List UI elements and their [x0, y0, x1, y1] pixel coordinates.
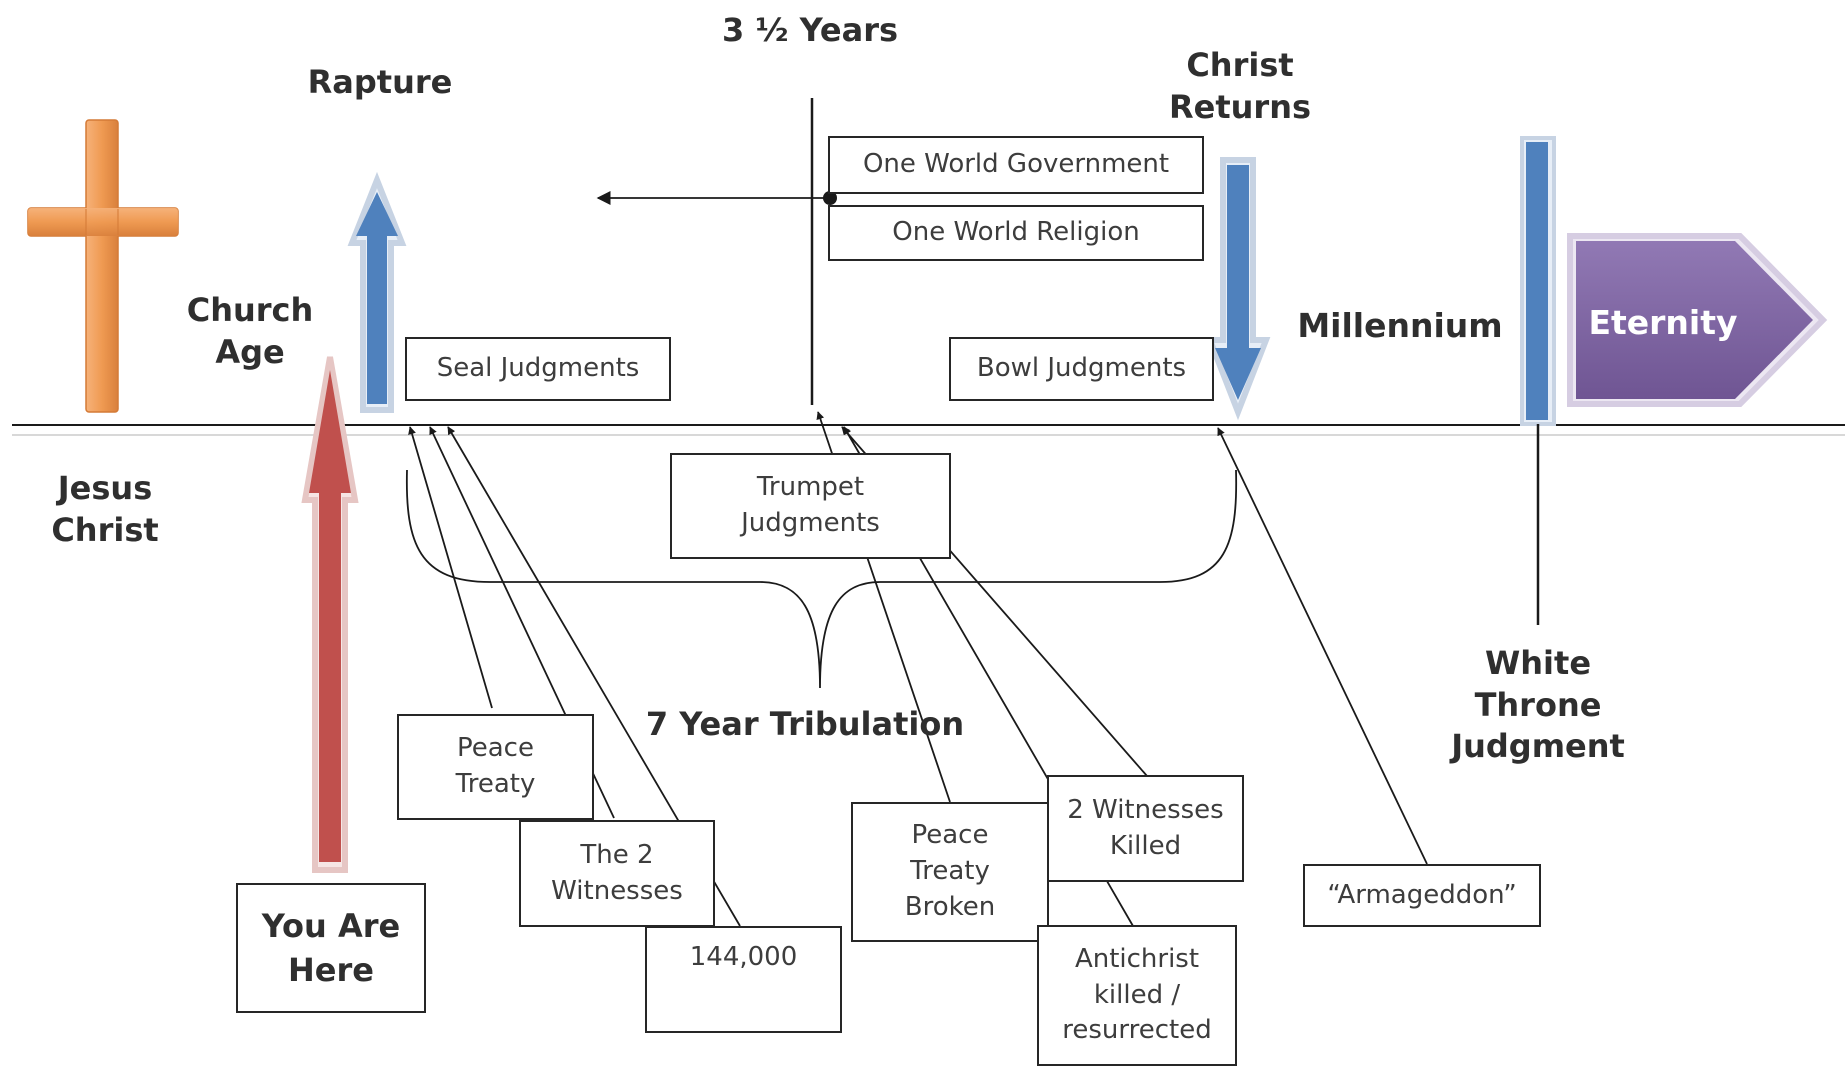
white-throne-label: White Throne Judgment — [1451, 644, 1625, 766]
one-world-government-text: One World Government — [862, 149, 1170, 180]
eternity-pentagon-icon — [1567, 233, 1828, 407]
cross-icon — [27, 119, 179, 413]
three-half-years-label: 3 ½ Years — [721, 11, 899, 49]
one-world-government-box: One World Government — [828, 136, 1204, 194]
peace-treaty-broken-text: Peace Treaty Broken — [904, 820, 996, 922]
peace-treaty-box: Peace Treaty — [397, 714, 594, 820]
white-throne-bar-icon — [1520, 136, 1556, 426]
trumpet-judgments-box: Trumpet Judgments — [670, 453, 951, 559]
bowl-judgments-box: Bowl Judgments — [949, 337, 1214, 401]
armageddon-text: “Armageddon” — [1327, 879, 1517, 910]
rapture-arrow-icon — [347, 171, 407, 413]
two-witnesses-text: The 2 Witnesses — [551, 839, 683, 906]
church-age-label: Church Age — [186, 291, 314, 371]
witnesses-killed-text: 2 Witnesses Killed — [1067, 794, 1224, 861]
antichrist-text: Antichrist killed / resurrected — [1062, 943, 1212, 1046]
rapture-label: Rapture — [307, 63, 453, 101]
antichrist-box: Antichrist killed / resurrected — [1037, 925, 1237, 1066]
christ-returns-arrow-icon — [1205, 157, 1271, 421]
peace-treaty-broken-box: Peace Treaty Broken — [851, 802, 1049, 942]
tribulation-brace — [405, 469, 1238, 689]
one-world-religion-box: One World Religion — [828, 205, 1204, 261]
witnesses-killed-box: 2 Witnesses Killed — [1047, 775, 1244, 882]
christ-returns-label: Christ Returns — [1168, 46, 1312, 125]
n144000-box: 144,000 — [645, 926, 842, 1033]
two-witnesses-box: The 2 Witnesses — [519, 820, 715, 927]
you-are-here-text: You Are Here — [261, 906, 401, 989]
you-are-here-box: You Are Here — [236, 883, 426, 1013]
peace-treaty-pointer — [408, 426, 493, 709]
peace-treaty-text: Peace Treaty — [455, 733, 536, 799]
armageddon-pointer — [1217, 427, 1428, 865]
one-world-dot — [823, 191, 837, 205]
tribulation-label: 7 Year Tribulation — [645, 705, 965, 743]
n144000-text: 144,000 — [689, 942, 798, 972]
bowl-judgments-text: Bowl Judgments — [976, 353, 1187, 384]
seal-judgments-text: Seal Judgments — [436, 353, 640, 384]
trumpet-judgments-text: Trumpet Judgments — [741, 472, 880, 538]
armageddon-box: “Armageddon” — [1303, 864, 1541, 927]
you-are-here-arrow-icon — [301, 356, 359, 873]
millennium-label: Millennium — [1297, 306, 1503, 345]
eternity-label: Eternity — [1588, 303, 1738, 342]
jesus-christ-label: Jesus Christ — [51, 469, 159, 549]
one-world-religion-text: One World Religion — [892, 217, 1140, 248]
seal-judgments-box: Seal Judgments — [405, 337, 671, 401]
